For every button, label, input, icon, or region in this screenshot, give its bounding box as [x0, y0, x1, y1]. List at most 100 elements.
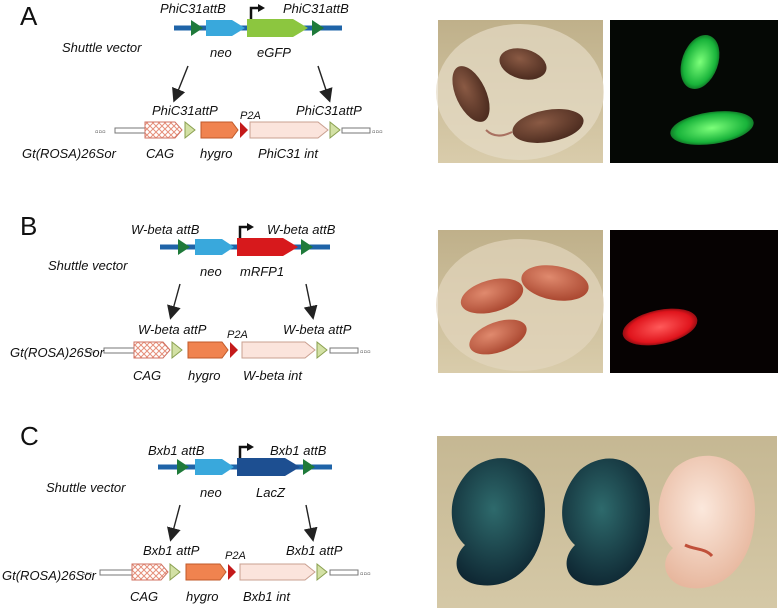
attp-right-label: PhiC31attP	[296, 103, 362, 118]
shuttle-vector-b: Shuttle vector W-beta attB W-beta attB n…	[48, 222, 336, 279]
integrase-label: Bxb1 int	[243, 589, 291, 604]
p2a-segment	[240, 122, 248, 138]
xgal-stained-embryos-c	[437, 436, 777, 608]
panel-letter-a: A	[20, 1, 38, 31]
hygro-label: hygro	[200, 146, 233, 161]
rosa26-locus-b: W-beta attP W-beta attP P2A ▫▫▫ ▫▫▫ Gt(R…	[10, 322, 371, 383]
promoter-arrowhead	[247, 443, 254, 451]
cag-promoter	[133, 341, 171, 359]
attp-right-label: Bxb1 attP	[286, 543, 343, 558]
cag-promoter	[144, 121, 183, 139]
integration-arrow-left	[172, 65, 189, 103]
panel-c: C Shuttle vector Bxb1 attB Bxb1 attB neo…	[2, 421, 777, 608]
cag-promoter	[131, 563, 169, 581]
pup	[499, 48, 547, 80]
reporter-gene-lacz	[237, 458, 300, 476]
neo-label: neo	[200, 485, 222, 500]
reporter-label: mRFP1	[240, 264, 284, 279]
pup	[521, 265, 589, 301]
locus-line-left	[114, 127, 146, 134]
integration-arrow-right	[303, 283, 318, 320]
mouse-pups-fluorescence-a	[610, 20, 778, 163]
integration-arrow-right	[317, 65, 333, 103]
promoter-arrowhead	[247, 223, 254, 231]
attp-site-right	[316, 340, 328, 360]
shuttle-vector-label: Shuttle vector	[46, 480, 126, 495]
hygro-label: hygro	[188, 368, 221, 383]
cag-label: CAG	[146, 146, 174, 161]
fluorescent-pup	[680, 34, 720, 90]
neo-gene	[195, 239, 234, 255]
attp-right-label: W-beta attP	[283, 322, 352, 337]
cag-label: CAG	[133, 368, 161, 383]
stained-embryo	[451, 458, 545, 586]
integration-arrow-left	[167, 504, 181, 542]
integrase-gene	[239, 563, 316, 581]
mouse-pup-fluorescence-b	[610, 230, 778, 373]
integration-arrow-left	[167, 283, 181, 320]
attb-site-left	[178, 239, 190, 255]
attp-site-right	[316, 562, 328, 582]
attp-site-left	[169, 562, 181, 582]
locus-dots-left: ▫▫▫	[82, 569, 93, 580]
stained-embryo	[562, 458, 650, 586]
attb-site-right	[303, 459, 315, 475]
mouse-pups-brightfield-b	[436, 230, 604, 373]
promoter-arrow	[238, 445, 248, 458]
reporter-gene-mrfp1	[237, 238, 298, 256]
integration-arrow-right	[303, 504, 318, 542]
pup	[452, 66, 490, 122]
locus-label: Gt(ROSA)26Sor	[2, 568, 97, 583]
rosa26-locus-a: PhiC31attP PhiC31attP P2A ▫▫▫ ▫▫▫ Gt(ROS…	[22, 103, 383, 161]
integrase-label: PhiC31 int	[258, 146, 319, 161]
shuttle-vector-label: Shuttle vector	[48, 258, 128, 273]
petri-dish	[436, 239, 604, 371]
pup	[469, 319, 527, 355]
p2a-segment	[228, 564, 236, 580]
photo-background	[610, 230, 778, 373]
attb-site-left	[177, 459, 189, 475]
attb-right-label: W-beta attB	[267, 222, 336, 237]
shuttle-vector-label: Shuttle vector	[62, 40, 142, 55]
cag-label: CAG	[130, 589, 158, 604]
promoter-arrowhead	[258, 4, 265, 12]
reporter-label: LacZ	[256, 485, 286, 500]
neo-label: neo	[210, 45, 232, 60]
attb-left-label: W-beta attB	[131, 222, 200, 237]
attb-site-right	[301, 239, 313, 255]
pup	[512, 109, 584, 143]
p2a-label: P2A	[240, 110, 261, 122]
fluorescent-pup	[670, 111, 754, 145]
hygro-label: hygro	[186, 589, 219, 604]
pup	[460, 278, 524, 314]
reporter-gene-egfp	[247, 19, 308, 37]
p2a-label: P2A	[225, 550, 246, 562]
attp-site-left	[171, 340, 183, 360]
neo-gene	[206, 20, 245, 36]
locus-label: Gt(ROSA)26Sor	[22, 146, 117, 161]
attb-site-left	[191, 20, 203, 36]
locus-label: Gt(ROSA)26Sor	[10, 345, 105, 360]
fluorescent-pup	[622, 308, 698, 346]
locus-dots-right: ▫▫▫	[360, 347, 371, 358]
attb-left-label: Bxb1 attB	[148, 443, 205, 458]
neo-label: neo	[200, 264, 222, 279]
attb-right-label: Bxb1 attB	[270, 443, 327, 458]
rosa26-locus-c: Bxb1 attP Bxb1 attP P2A ▫▫▫ ▫▫▫ Gt(ROSA)…	[2, 543, 371, 604]
unstained-control-embryo	[658, 455, 755, 589]
neo-gene	[195, 459, 234, 475]
integrase-gene	[249, 121, 329, 139]
p2a-label: P2A	[227, 329, 248, 341]
hygro-gene	[187, 341, 229, 359]
locus-dots-right: ▫▫▫	[372, 127, 383, 138]
embryo-vessel	[684, 543, 714, 558]
integrase-gene	[241, 341, 316, 359]
attb-left-label: PhiC31attB	[160, 1, 226, 16]
promoter-arrow	[238, 225, 248, 238]
locus-line-left	[99, 569, 133, 576]
attb-site-right	[312, 20, 324, 36]
mouse-pups-brightfield-a	[436, 20, 604, 163]
locus-dots-left: ▫▫▫	[85, 347, 96, 358]
attp-site-left	[184, 120, 196, 140]
